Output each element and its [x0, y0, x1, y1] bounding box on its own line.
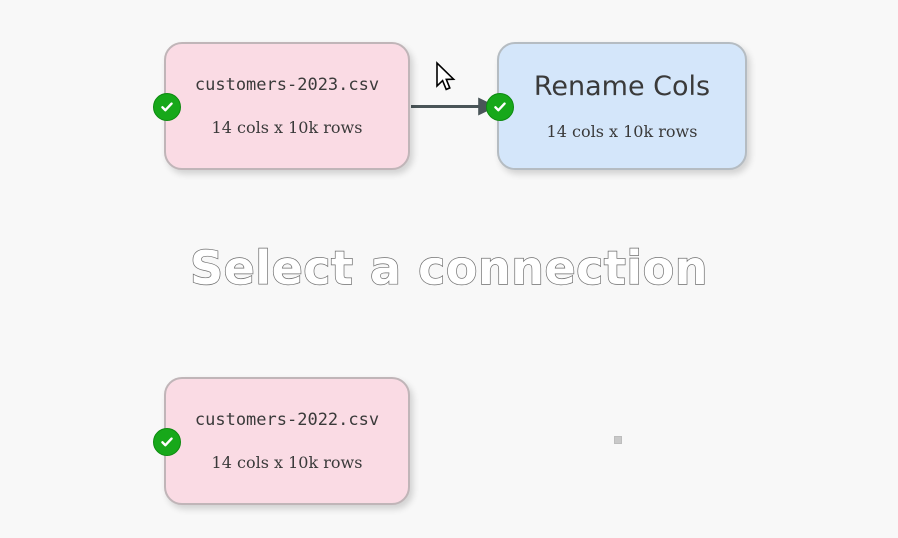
check-circle-icon[interactable]	[486, 93, 514, 121]
check-circle-icon[interactable]	[153, 428, 181, 456]
node-rename-cols[interactable]: Rename Cols 14 cols x 10k rows	[486, 42, 747, 170]
node-title: Rename Cols	[533, 70, 711, 102]
node-customers-2022[interactable]: customers-2022.csv 14 cols x 10k rows	[153, 377, 410, 505]
check-circle-icon[interactable]	[153, 93, 181, 121]
node-subtitle: 14 cols x 10k rows	[546, 121, 698, 141]
hint-message: Select a connection	[189, 240, 709, 295]
arrow-pointer-cursor	[436, 61, 456, 91]
node-subtitle: 14 cols x 10k rows	[211, 117, 363, 137]
node-title: customers-2022.csv	[194, 409, 380, 430]
node-customers-2023[interactable]: customers-2023.csv 14 cols x 10k rows	[153, 42, 410, 170]
node-subtitle: 14 cols x 10k rows	[211, 452, 363, 472]
node-title: customers-2023.csv	[194, 74, 380, 95]
connection-handle-dot[interactable]	[614, 436, 622, 444]
